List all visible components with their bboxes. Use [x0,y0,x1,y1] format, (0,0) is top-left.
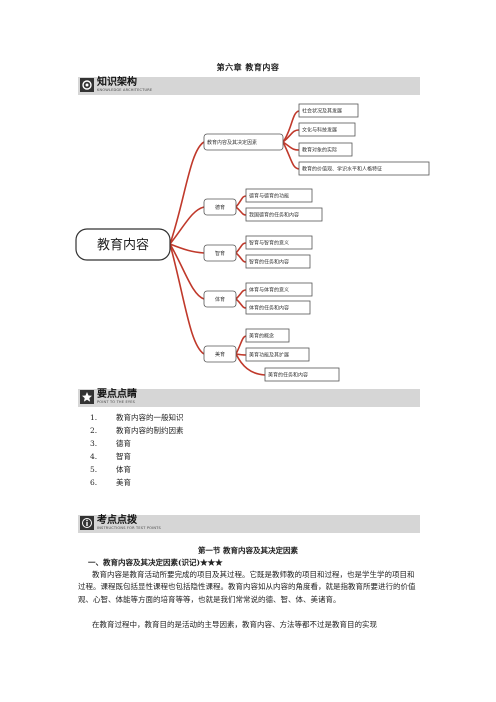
branch-node-1 [203,133,284,151]
chapter-title: 第六章 教育内容 [216,62,280,72]
leaf-node-3-2 [245,254,311,269]
connector-branch-5 [169,243,205,355]
banner-title: 考点点拨 [97,515,137,526]
root-node: 教育内容 [75,228,171,261]
star-icon [80,390,94,404]
leaf-node-5-2 [245,347,310,362]
leaf-label: 美育的任务和内容 [268,372,308,379]
branch-node-5 [203,345,237,363]
leaf-label: 教育对象的实际 [302,147,337,154]
connector-branch-4 [169,243,205,300]
leaf-node-2-1 [245,188,313,203]
info-icon [80,516,94,530]
leaf-node-4-1 [245,282,313,297]
branch-label: 德育 [215,204,225,211]
leaf-node-5-1 [245,328,290,343]
gear-icon [80,78,94,92]
leaf-node-1-2 [298,122,356,137]
list-item: 3.德育 [90,439,131,448]
list-item: 5.体育 [90,465,131,474]
connector-branch-2 [169,206,205,245]
root-label: 教育内容 [97,237,149,253]
branch-node-3 [203,244,237,262]
leaf-label: 美育功能及其扩展 [249,352,289,359]
leaf-label: 教育的价值观、学识水平和人格特征 [302,166,382,173]
key-points-list: 1.教育内容的一般知识 2.教育内容的制约因素 3.德育 4.智育 5.体育 6… [90,411,184,489]
connector-branch-3 [169,243,205,254]
branch-node-2 [203,198,237,216]
leaf-label: 体育与体育的意义 [249,287,289,294]
banner-title: 知识架构 [97,77,137,88]
banner-subtitle: KNOWLEDGE ARCHITECTURE [97,88,153,92]
branch-label: 美育 [215,351,225,358]
leaf-node-2-2 [245,207,323,222]
list-item: 2.教育内容的制约因素 [90,426,184,435]
leaf-label: 文化与科技发展 [302,127,337,134]
list-item: 4.智育 [90,452,131,461]
body-paragraph: 教育内容是教育活动所要完成的项目及其过程。它既是教师教的项目和过程，也是学生学的… [78,570,416,604]
body-paragraph: 在教育过程中，教育目的是活动的主导因素，教育内容、方法等都不过是教育目的实现 [92,620,377,629]
banner-title: 要点点睛 [97,389,137,400]
knowledge-architecture-banner: 知识架构 KNOWLEDGE ARCHITECTURE [78,77,420,95]
branch-label: 体育 [215,296,225,303]
leaf-label: 美育的概念 [249,333,274,340]
list-item: 1.教育内容的一般知识 [90,413,184,422]
connector-branch-1 [169,141,205,245]
leaf-label: 社会状况及其发展 [302,108,342,115]
leaf-node-1-4 [298,161,430,176]
leaf-node-3-1 [245,235,313,250]
leaf-node-5-3 [264,367,340,382]
banner-subtitle: POINT TO THE EYES [97,400,136,404]
leaf-label: 体育的任务和内容 [249,305,289,312]
section-title: 第一节 教育内容及其决定因素 [197,546,299,555]
leaf-label: 智育的任务和内容 [249,259,289,266]
branch-label: 智育 [215,250,225,257]
leaf-node-1-1 [298,103,359,118]
leaf-label: 我国德育的任务和内容 [249,212,299,219]
leaf-node-1-3 [298,142,353,157]
leaf-node-4-2 [245,300,311,315]
leaf-label: 德育与德育的功能 [249,193,289,200]
branch-node-4 [203,290,237,308]
banner-subtitle: INSTRUCTIONS FOR TEST POINTS [97,526,161,530]
branch-label: 教育内容及其决定因素 [207,139,257,146]
leaf-label: 智育与智育的意义 [249,240,289,247]
key-points-banner: 要点点睛 POINT TO THE EYES [78,389,420,407]
subsection-title: 一、教育内容及其决定因素(识记)★★★ [88,558,223,567]
exam-points-banner: 考点点拨 INSTRUCTIONS FOR TEST POINTS [78,515,420,533]
list-item: 6.美育 [90,478,131,487]
